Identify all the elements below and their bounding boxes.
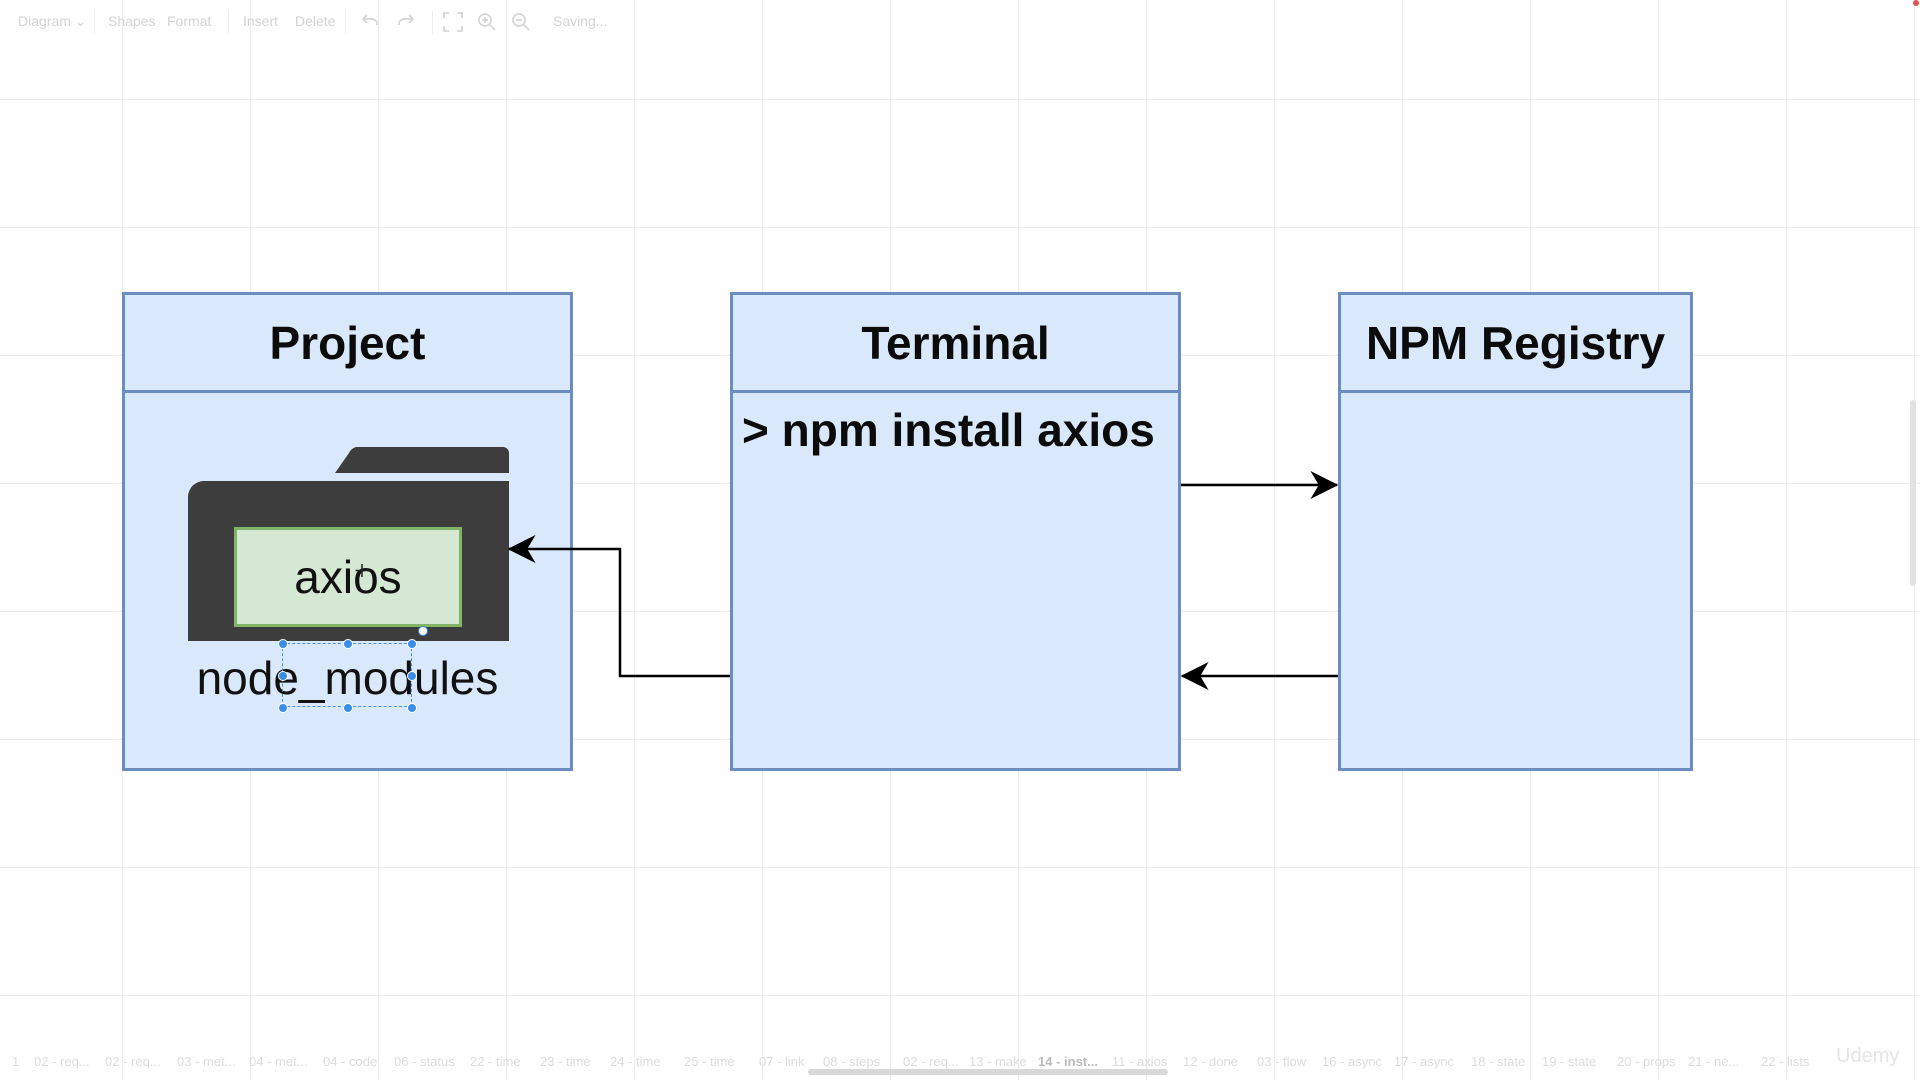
- terminal-container[interactable]: Terminal > npm install axios: [730, 292, 1181, 771]
- page-tab[interactable]: 02 - req...: [105, 1054, 161, 1069]
- page-tab[interactable]: 03 - met...: [177, 1054, 236, 1069]
- resize-handle[interactable]: [278, 671, 288, 681]
- page-tab[interactable]: 14 - inst...: [1038, 1054, 1098, 1069]
- registry-title: NPM Registry: [1365, 316, 1666, 369]
- horizontal-scrollbar[interactable]: [808, 1069, 1168, 1075]
- npm-install-command[interactable]: > npm install axios: [742, 404, 1155, 456]
- resize-handle[interactable]: [343, 703, 353, 713]
- fullscreen-icon[interactable]: [441, 10, 465, 34]
- resize-handle[interactable]: [407, 703, 417, 713]
- page-tab[interactable]: 19 - state: [1542, 1054, 1597, 1069]
- terminal-header[interactable]: Terminal: [733, 295, 1178, 393]
- page-tab[interactable]: 17 - async: [1394, 1054, 1454, 1069]
- resize-handle[interactable]: [278, 703, 288, 713]
- page-tab[interactable]: 13 - make: [969, 1054, 1027, 1069]
- node-modules-label[interactable]: node_modules: [196, 652, 499, 704]
- terminal-title: Terminal: [861, 316, 1050, 369]
- page-tab[interactable]: 21 - ne...: [1688, 1054, 1740, 1069]
- page-tab[interactable]: 23 - time: [540, 1054, 591, 1069]
- toolbar-divider: [432, 10, 433, 34]
- toolbar: Diagram ⌄ Shapes Format Insert Delete Sa…: [0, 0, 1920, 44]
- save-status: Saving...: [553, 13, 608, 29]
- page-tab[interactable]: 02 - req...: [34, 1054, 90, 1069]
- delete-button[interactable]: Delete: [295, 13, 336, 29]
- project-container[interactable]: Project axios node_modules: [122, 292, 573, 771]
- page-tab[interactable]: 02 - req...: [903, 1054, 959, 1069]
- zoom-out-icon[interactable]: [509, 10, 533, 34]
- project-body: axios node_modules: [125, 393, 570, 768]
- toolbar-divider: [94, 10, 95, 34]
- page-tab[interactable]: 06 - status: [394, 1054, 455, 1069]
- page-tab[interactable]: 20 - props: [1617, 1054, 1676, 1069]
- resize-handle[interactable]: [407, 639, 417, 649]
- notification-dot: [1913, 0, 1919, 6]
- zoom-in-icon[interactable]: [475, 10, 499, 34]
- registry-container[interactable]: NPM Registry: [1338, 292, 1693, 771]
- registry-header[interactable]: NPM Registry: [1341, 295, 1690, 393]
- project-header[interactable]: Project: [125, 295, 570, 393]
- page-tab[interactable]: 25 - time: [684, 1054, 735, 1069]
- page-tab[interactable]: 07 - link: [759, 1054, 805, 1069]
- page-tab[interactable]: 03 - flow: [1257, 1054, 1307, 1069]
- udemy-watermark: Udemy: [1836, 1045, 1900, 1067]
- page-tab[interactable]: 04 - code: [323, 1054, 378, 1069]
- undo-icon[interactable]: [358, 10, 382, 34]
- page-tabs: 1 02 - req... 02 - req... 03 - met... 04 - m…: [0, 1052, 1920, 1072]
- terminal-body: > npm install axios: [733, 393, 1178, 768]
- axios-label: axios: [294, 551, 402, 603]
- arrow-terminal-to-project: [507, 535, 730, 678]
- page-tab[interactable]: 16 - async: [1322, 1054, 1382, 1069]
- toolbar-divider: [228, 10, 229, 34]
- page-tab[interactable]: 22 - time: [470, 1054, 521, 1069]
- format-button[interactable]: Format: [167, 13, 212, 29]
- resize-handle[interactable]: [343, 639, 353, 649]
- project-title: Project: [269, 316, 426, 369]
- folder-icon[interactable]: axios: [188, 446, 509, 641]
- page-tab[interactable]: 1: [12, 1054, 20, 1069]
- page-tab[interactable]: 24 - time: [610, 1054, 661, 1069]
- shapes-button[interactable]: Shapes: [108, 13, 156, 29]
- page-tab[interactable]: 18 - state: [1471, 1054, 1526, 1069]
- rotate-handle[interactable]: [418, 626, 428, 636]
- mouse-cursor-icon: [355, 564, 369, 577]
- resize-handle[interactable]: [278, 639, 288, 649]
- page-tab[interactable]: 12 - done: [1183, 1054, 1238, 1069]
- toolbar-divider: [345, 10, 346, 34]
- page-tab[interactable]: 04 - met...: [249, 1054, 308, 1069]
- page-tab[interactable]: 08 - steps: [823, 1054, 881, 1069]
- page-tab[interactable]: 22 - lists: [1761, 1054, 1810, 1069]
- insert-button[interactable]: Insert: [243, 13, 279, 29]
- redo-icon[interactable]: [394, 10, 418, 34]
- diagram-menu[interactable]: Diagram ⌄: [18, 13, 87, 29]
- page-tab[interactable]: 11 - axios: [1112, 1054, 1168, 1069]
- resize-handle[interactable]: [407, 671, 417, 681]
- axios-package[interactable]: axios: [234, 527, 462, 627]
- vertical-scrollbar[interactable]: [1910, 400, 1916, 586]
